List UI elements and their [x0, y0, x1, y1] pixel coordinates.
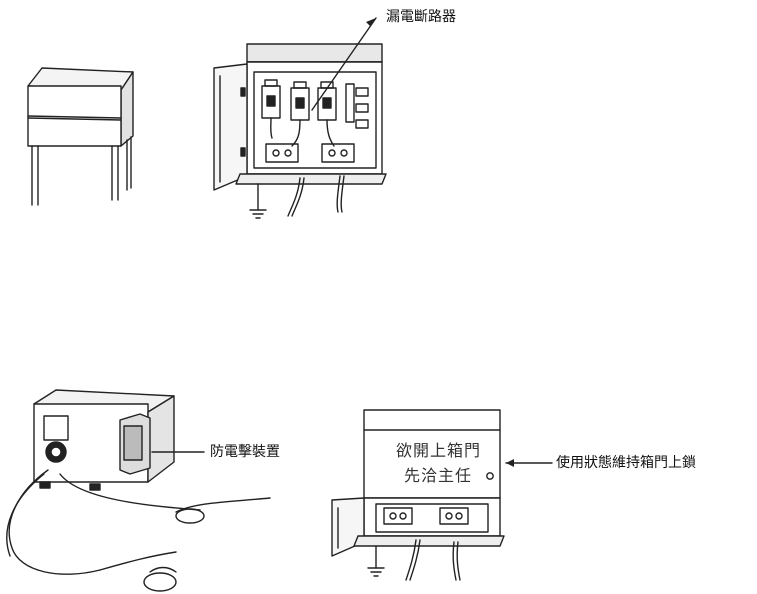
open-distribution-box — [213, 17, 387, 219]
box-notice-line2: 先洽主任 — [404, 466, 473, 485]
locked-distribution-box — [331, 409, 553, 581]
anti-shock-device-label: 防電擊裝置 — [210, 444, 280, 460]
closed-cabinet-on-stand — [27, 67, 134, 206]
callout-arrowhead-lock — [506, 459, 514, 467]
leakage-breaker-label: 漏電斷路器 — [386, 9, 456, 25]
welding-machine-with-anti-shock — [6, 389, 271, 592]
door-locked-in-use-label: 使用狀態維持箱門上鎖 — [556, 455, 696, 471]
box-notice-line1: 欲開上箱門 — [396, 441, 482, 460]
callout-arrowhead-breaker — [366, 18, 376, 26]
